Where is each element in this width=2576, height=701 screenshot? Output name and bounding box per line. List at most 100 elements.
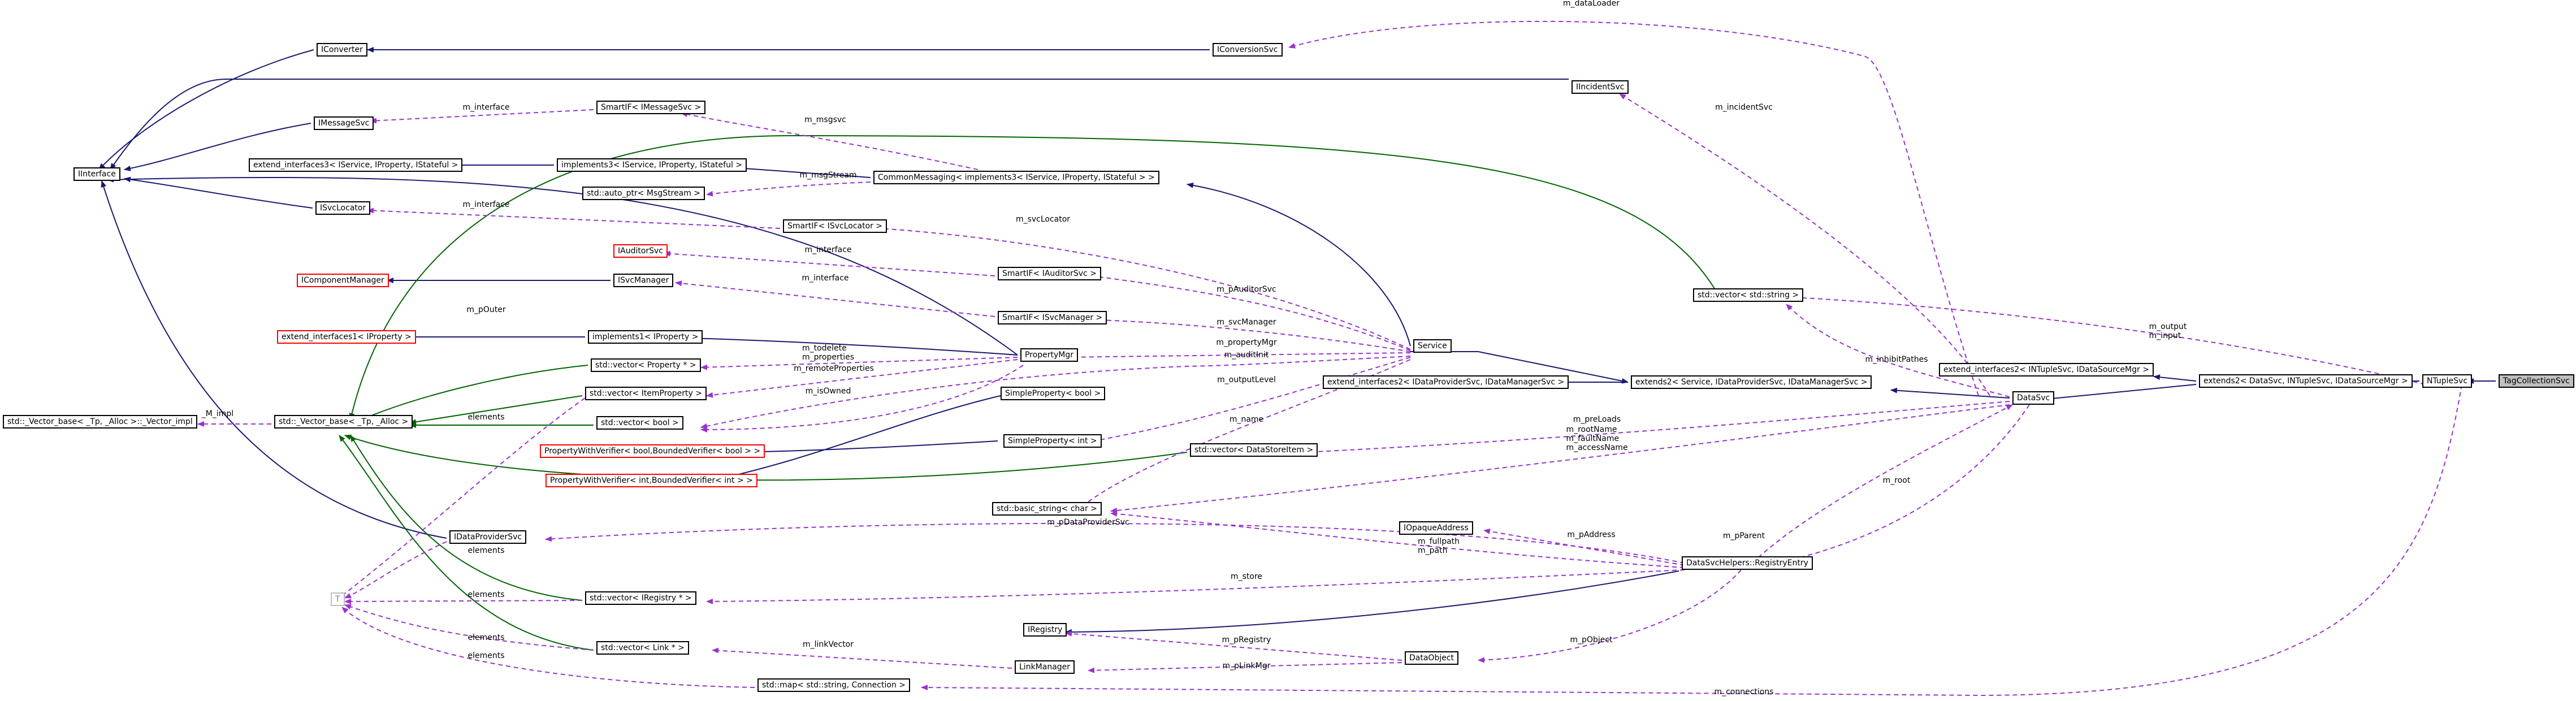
class-node-template-param: T bbox=[331, 592, 345, 606]
class-node-registryentry[interactable]: DataSvcHelpers::RegistryEntry bbox=[1682, 556, 1813, 570]
edge-label-auditinit: m_auditInit bbox=[1224, 350, 1269, 360]
edge-label-preloads: m_preLoads bbox=[1573, 415, 1621, 424]
class-node-map-connection[interactable]: std::map< std::string, Connection > bbox=[757, 678, 910, 692]
class-node-iregistry[interactable]: IRegistry bbox=[1023, 623, 1067, 637]
class-node-propertywithverifier-int[interactable]: PropertyWithVerifier< int,BoundedVerifie… bbox=[545, 474, 757, 487]
class-node-propertywithverifier-bool[interactable]: PropertyWithVerifier< bool,BoundedVerifi… bbox=[540, 444, 765, 458]
class-node-commonmessaging[interactable]: CommonMessaging< implements3< IService, … bbox=[873, 171, 1159, 184]
edge-label-msgstream: m_msgStream bbox=[799, 171, 857, 180]
class-node-implements1[interactable]: implements1< IProperty > bbox=[588, 330, 703, 344]
edge-auditinit_vecbool bbox=[700, 356, 1411, 429]
edge-label-elements-2: elements bbox=[467, 546, 505, 555]
class-node-extend-interfaces3[interactable]: extend_interfaces3< IService, IProperty,… bbox=[249, 158, 463, 172]
edge-datasvc_extends2svc bbox=[1890, 387, 2010, 399]
edge-interface_mgr bbox=[675, 280, 995, 317]
class-node-vector-link[interactable]: std::vector< Link * > bbox=[596, 641, 689, 655]
edge-label-pdataprovidersvc: m_pDataProviderSvc bbox=[1047, 518, 1129, 527]
class-node-vector-itemproperty[interactable]: std::vector< ItemProperty > bbox=[585, 387, 707, 400]
class-node-smartif-isvcmanager[interactable]: SmartIF< ISvcManager > bbox=[998, 311, 1107, 324]
class-node-auto-ptr-msgstream[interactable]: std::auto_ptr< MsgStream > bbox=[582, 187, 705, 200]
edge-output bbox=[1794, 295, 2426, 385]
class-node-iincidentsvc[interactable]: IIncidentSvc bbox=[1571, 80, 1629, 94]
edge-elements3 bbox=[344, 598, 583, 604]
edge-pdataprovidersvc bbox=[545, 522, 1685, 564]
edge-label-svcmanager: m_svcManager bbox=[1216, 318, 1276, 327]
class-node-iopaqueaddress[interactable]: IOpaqueAddress bbox=[1399, 521, 1473, 535]
class-node-basic-string[interactable]: std::basic_string< char > bbox=[992, 502, 1102, 516]
class-node-vector-string[interactable]: std::vector< std::string > bbox=[1693, 288, 1804, 302]
class-node-service[interactable]: Service bbox=[1413, 339, 1452, 353]
edge-commonmsg_implements3 bbox=[729, 165, 871, 178]
edge-inhibitpathes bbox=[1786, 304, 2010, 397]
edge-label-dataloader: m_dataLoader bbox=[1562, 0, 1620, 8]
class-node-iconversionsvc[interactable]: IConversionSvc bbox=[1213, 43, 1283, 57]
class-node-datasvc[interactable]: DataSvc bbox=[2012, 391, 2055, 405]
class-node-smartif-isvclocator[interactable]: SmartIF< ISvcLocator > bbox=[783, 219, 887, 233]
edge-label-interface-aud: m_interface bbox=[804, 245, 852, 254]
class-node-smartif-iauditorsvc[interactable]: SmartIF< IAuditorSvc > bbox=[998, 267, 1101, 280]
edge-label-interface-mgr: m_interface bbox=[802, 274, 849, 283]
class-node-simpleproperty-int[interactable]: SimpleProperty< int > bbox=[1003, 434, 1102, 448]
class-node-extends2-service[interactable]: extends2< Service, IDataProviderSvc, IDa… bbox=[1631, 375, 1872, 389]
class-node-extend-interfaces1[interactable]: extend_interfaces1< IProperty > bbox=[277, 330, 416, 344]
edge-store bbox=[706, 569, 1685, 604]
edge-label-propertymgr: m_propertyMgr bbox=[1216, 338, 1277, 347]
edge-label-outputlevel: m_outputLevel bbox=[1217, 375, 1276, 384]
edge-extends2ds_extendnt bbox=[2153, 374, 2197, 382]
class-node-vector-datastoreitem[interactable]: std::vector< DataStoreItem > bbox=[1190, 443, 1318, 457]
class-node-extend-interfaces2-ntuple[interactable]: extend_interfaces2< INTupleSvc, IDataSou… bbox=[1939, 363, 2154, 377]
edge-rootname bbox=[1110, 404, 2010, 513]
edge-label-pregistry: m_pRegistry bbox=[1222, 635, 1271, 644]
class-node-iauditorsvc[interactable]: IAuditorSvc bbox=[613, 244, 668, 258]
edge-simplebool_pwvint bbox=[706, 395, 1001, 483]
edge-label-interface-msg: m_interface bbox=[462, 103, 510, 112]
class-node-idataprovidersvc[interactable]: IDataProviderSvc bbox=[449, 530, 527, 544]
edge-label-pauditorsvc: m_pAuditorSvc bbox=[1216, 285, 1276, 294]
edge-elements5 bbox=[341, 607, 755, 688]
edge-iincidentsvc_iinterface bbox=[110, 79, 1569, 170]
class-node-isvclocator[interactable]: ISvcLocator bbox=[315, 201, 371, 215]
class-node-vector-iregistry[interactable]: std::vector< IRegistry * > bbox=[585, 591, 696, 605]
class-node-isvcmanager[interactable]: ISvcManager bbox=[613, 274, 674, 287]
edge-propertymgr bbox=[1065, 352, 1411, 360]
edge-label-pparent: m_pParent bbox=[1722, 531, 1765, 540]
edge-label-elements-1: elements bbox=[467, 413, 505, 422]
class-node-smartif-imessagesvc[interactable]: SmartIF< IMessageSvc > bbox=[596, 101, 706, 114]
edge-fullpath bbox=[1110, 511, 1685, 568]
edge-svclocator bbox=[878, 226, 1411, 350]
edge-pauditorsvc bbox=[1090, 274, 1411, 351]
class-node-ntuplesvc[interactable]: NTupleSvc bbox=[2422, 374, 2473, 388]
class-node-extends2-datasvc[interactable]: extends2< DataSvc, INTupleSvc, IDataSour… bbox=[2199, 374, 2413, 388]
class-node-vector-bool[interactable]: std::vector< bool > bbox=[596, 416, 683, 430]
edge-label-store: m_store bbox=[1230, 572, 1263, 581]
class-node-extend-interfaces2-dataprovider[interactable]: extend_interfaces2< IDataProviderSvc, ID… bbox=[1323, 375, 1569, 389]
class-node-iinterface[interactable]: IInterface bbox=[73, 167, 120, 181]
class-node-imessagesvc[interactable]: IMessageSvc bbox=[314, 116, 374, 130]
edge-outputlevel bbox=[1088, 357, 1411, 444]
class-node-dataobject[interactable]: DataObject bbox=[1405, 651, 1459, 665]
edge-label-pouter: m_pOuter bbox=[466, 305, 506, 314]
class-node-vector-property-ptr[interactable]: std::vector< Property * > bbox=[591, 358, 701, 372]
edge-label-svclocator: m_svcLocator bbox=[1015, 215, 1071, 224]
class-node-implements3[interactable]: implements3< IService, IProperty, IState… bbox=[557, 158, 747, 172]
class-node-vector-base-impl[interactable]: std::_Vector_base< _Tp, _Alloc >::_Vecto… bbox=[3, 415, 197, 429]
class-node-tagcollectionsvc[interactable]: TagCollectionSvc bbox=[2499, 374, 2574, 388]
edge-imessagesvc_iinterface bbox=[124, 123, 311, 171]
edge-elements2 bbox=[344, 541, 447, 599]
edge-label-elements-3: elements bbox=[467, 590, 505, 599]
edge-dataloader bbox=[1288, 20, 1979, 396]
edge-root bbox=[1777, 404, 2030, 565]
edge-label-elements-5: elements bbox=[467, 651, 505, 660]
edge-isvclocator_iinterface bbox=[124, 176, 313, 209]
edge-label-interface-loc: m_interface bbox=[462, 200, 510, 209]
class-node-propertymgr[interactable]: PropertyMgr bbox=[1020, 348, 1078, 362]
class-node-icomponentmanager[interactable]: IComponentManager bbox=[297, 274, 389, 287]
class-node-iconverter[interactable]: IConverter bbox=[317, 43, 367, 57]
edge-linkvector bbox=[712, 647, 1012, 669]
edge-msgstream bbox=[706, 181, 871, 197]
class-node-vector-base[interactable]: std::_Vector_base< _Tp, _Alloc > bbox=[274, 415, 413, 429]
class-node-simpleproperty-bool[interactable]: SimpleProperty< bool > bbox=[1001, 387, 1106, 400]
class-node-linkmanager[interactable]: LinkManager bbox=[1015, 660, 1075, 674]
edge-label-rootname: m_rootName m_faultName m_accessName bbox=[1566, 425, 1628, 452]
